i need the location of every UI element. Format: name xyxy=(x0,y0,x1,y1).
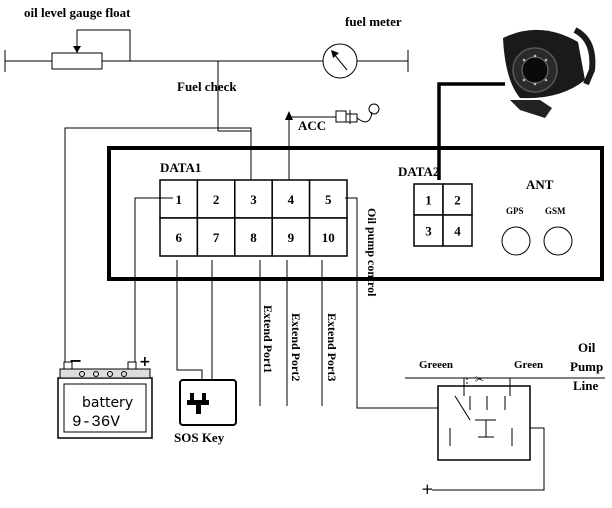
battery-label: battery xyxy=(82,395,133,411)
data1-pin-10-label: 10 xyxy=(322,230,335,245)
oil-float-gauge xyxy=(4,29,409,72)
gps-antenna-socket xyxy=(501,226,531,256)
sos-key-label: SOS Key xyxy=(174,430,225,445)
data1-pin-6-cell xyxy=(159,217,199,257)
data2-pin-1-label: 1 xyxy=(425,193,432,208)
data1-pin-9-cell xyxy=(271,217,311,257)
gsm-antenna-socket xyxy=(543,226,573,256)
green-right-label: Green xyxy=(514,359,543,371)
data1-pin-3-label: 3 xyxy=(250,192,257,207)
data1-pin-6-label: 6 xyxy=(175,230,182,245)
relay-plus-label: + xyxy=(421,480,434,498)
data2-pin-4-label: 4 xyxy=(454,224,461,239)
data1-pin-2-label: 2 xyxy=(213,192,220,207)
data1-pin-10-cell xyxy=(308,217,348,257)
data1-pin-5-label: 5 xyxy=(325,192,332,207)
gps-label: GPS xyxy=(506,206,524,216)
green-left-label: Greeen xyxy=(419,359,453,371)
svg-text:✂: ✂ xyxy=(475,373,484,386)
extend-port2-label: Extend Port2 xyxy=(289,313,303,381)
battery-icon xyxy=(57,355,153,439)
oil-pump-line-label-2: Pump xyxy=(570,359,603,374)
data1-pin-1-label: 1 xyxy=(175,192,182,207)
oil-pump-line-label-3: Line xyxy=(573,378,599,393)
data1-pin-4-cell xyxy=(271,179,311,219)
data1-pin-7-cell xyxy=(196,217,236,257)
acc-label: ACC xyxy=(298,118,326,133)
extend-port1-label: Extend Port1 xyxy=(261,305,275,373)
extend-port3-label: Extend Port3 xyxy=(325,313,339,381)
data2-pin-4-cell xyxy=(442,214,473,247)
acc-key-icon xyxy=(285,103,380,182)
camera-icon xyxy=(503,27,596,118)
data2-connector: 1 2 3 4 xyxy=(413,183,473,247)
fuel-check-label: Fuel check xyxy=(177,79,237,94)
data2-pin-1-cell xyxy=(413,183,444,216)
gsm-label: GSM xyxy=(545,206,566,216)
oil-pump-control-label: Oil pump control xyxy=(365,208,379,297)
data2-pin-3-label: 3 xyxy=(425,224,432,239)
oil-float-label: oil level gauge float xyxy=(24,5,131,20)
fuel-meter-gauge xyxy=(322,43,358,79)
oil-pump-relay: ✂ xyxy=(405,373,605,491)
data1-pin-9-label: 9 xyxy=(288,230,295,245)
oil-pump-line-label-1: Oil xyxy=(578,340,596,355)
data1-pin-5-cell xyxy=(308,179,348,219)
battery-minus-label: − xyxy=(69,351,82,370)
data1-pin-4-label: 4 xyxy=(288,192,295,207)
data1-pin-8-cell xyxy=(234,217,273,257)
data1-label: DATA1 xyxy=(160,160,201,175)
device-box xyxy=(107,146,604,281)
data1-pin-3-cell xyxy=(234,179,273,219)
data2-label: DATA2 xyxy=(398,164,439,179)
ant-label: ANT xyxy=(526,177,554,192)
data2-pin-2-label: 2 xyxy=(454,193,461,208)
data2-pin-2-cell xyxy=(442,183,473,216)
data1-pin-8-label: 8 xyxy=(250,230,257,245)
battery-plus-label: + xyxy=(139,354,151,370)
fuel-meter-label: fuel meter xyxy=(345,14,402,29)
battery-voltage-label: 9-36V xyxy=(72,413,120,431)
data1-pin-7-label: 7 xyxy=(213,230,220,245)
sos-key-icon xyxy=(179,379,237,426)
data1-connector: 1 2 3 4 5 6 7 8 9 10 xyxy=(159,179,348,257)
